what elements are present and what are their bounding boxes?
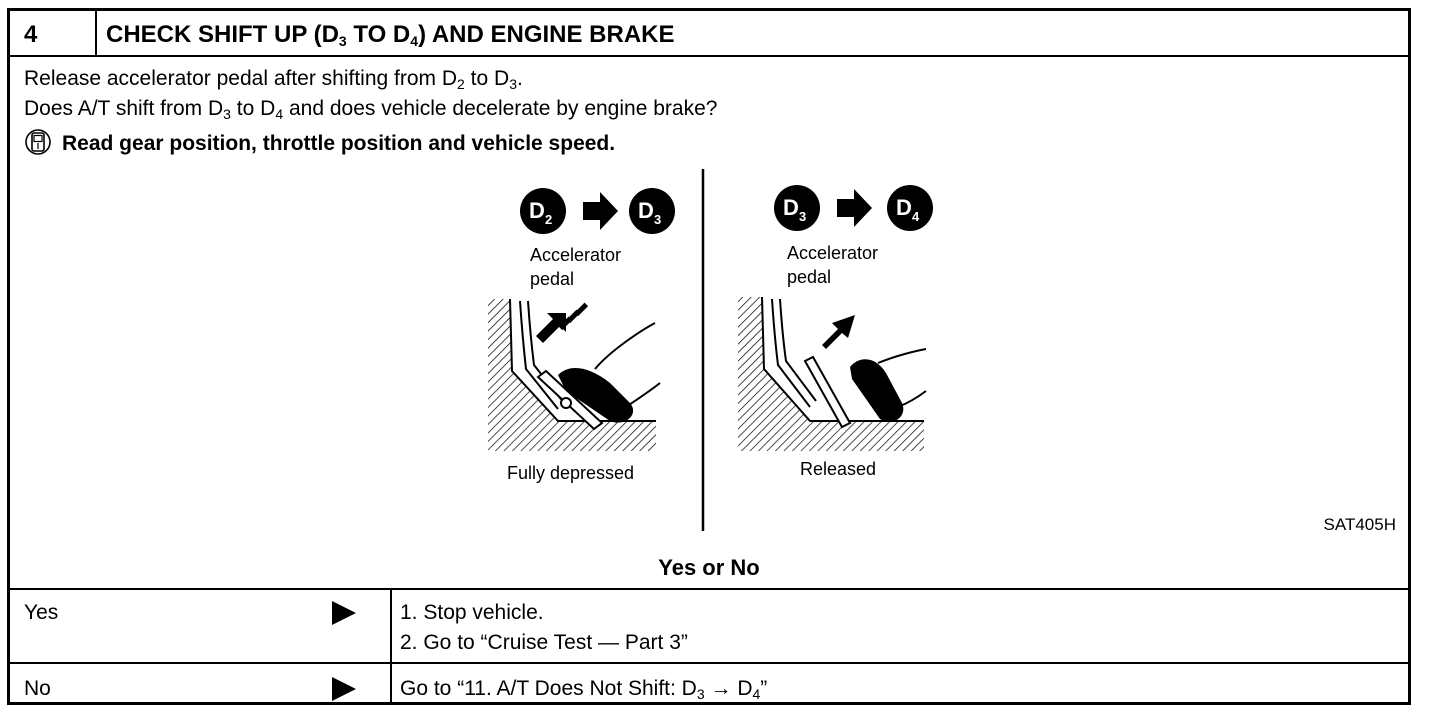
svg-text:D: D (896, 195, 912, 220)
svg-text:2: 2 (545, 212, 552, 227)
triangle-right-icon (332, 601, 356, 625)
figure-reference: SAT405H (1323, 515, 1396, 534)
header-divider (95, 11, 97, 55)
triangle-right-icon (332, 677, 356, 701)
left-pedal-label-2: pedal (530, 269, 574, 289)
yes-step-1: 1. Stop vehicle. (400, 601, 544, 624)
header-rule (10, 55, 1408, 57)
gear-badge-d4 (887, 185, 933, 231)
left-panel: D 2 D 3 Accelerator pedal (488, 188, 675, 483)
right-pedal-label-2: pedal (787, 267, 831, 287)
svg-text:4: 4 (912, 209, 920, 224)
yes-label: Yes (24, 601, 59, 624)
outcome-rule-mid (10, 662, 1408, 664)
left-pedal-label-1: Accelerator (530, 245, 621, 265)
right-panel: D 3 D 4 Accelerator pedal Released (738, 185, 933, 479)
outcome-divider (390, 588, 392, 702)
left-caption: Fully depressed (507, 463, 634, 483)
shift-arrow-icon (583, 192, 618, 230)
step-number: 4 (24, 21, 38, 48)
instruction-line-3: Read gear position, throttle position an… (24, 128, 615, 156)
svg-text:D: D (638, 198, 654, 223)
svg-text:D: D (783, 195, 799, 220)
shift-arrow-icon (837, 189, 872, 227)
instruction-line-2: Does A/T shift from D3 to D4 and does ve… (24, 97, 718, 122)
outcome-rule-top (10, 588, 1408, 590)
shift-pedal-figure: D 2 D 3 Accelerator pedal (488, 169, 933, 531)
consult-monitor-icon (25, 129, 51, 155)
gear-badge-d2 (520, 188, 566, 234)
gear-badge-d3 (629, 188, 675, 234)
svg-text:3: 3 (654, 212, 661, 227)
yes-or-no-prompt: Yes or No (658, 555, 760, 580)
yes-step-2: 2. Go to “Cruise Test — Part 3” (400, 631, 688, 654)
svg-text:D: D (529, 198, 545, 223)
diagnostic-step-sheet: 4 CHECK SHIFT UP (D3 TO D4) AND ENGINE B… (7, 8, 1411, 705)
right-caption: Released (800, 459, 876, 479)
gear-badge-d3-right (774, 185, 820, 231)
no-action: Go to “11. A/T Does Not Shift: D3 → D4” (400, 677, 768, 702)
svg-text:3: 3 (799, 209, 806, 224)
no-label: No (24, 677, 51, 700)
right-pedal-label-1: Accelerator (787, 243, 878, 263)
step-title: CHECK SHIFT UP (D3 TO D4) AND ENGINE BRA… (106, 21, 675, 49)
instruction-line-1: Release accelerator pedal after shifting… (24, 67, 523, 92)
